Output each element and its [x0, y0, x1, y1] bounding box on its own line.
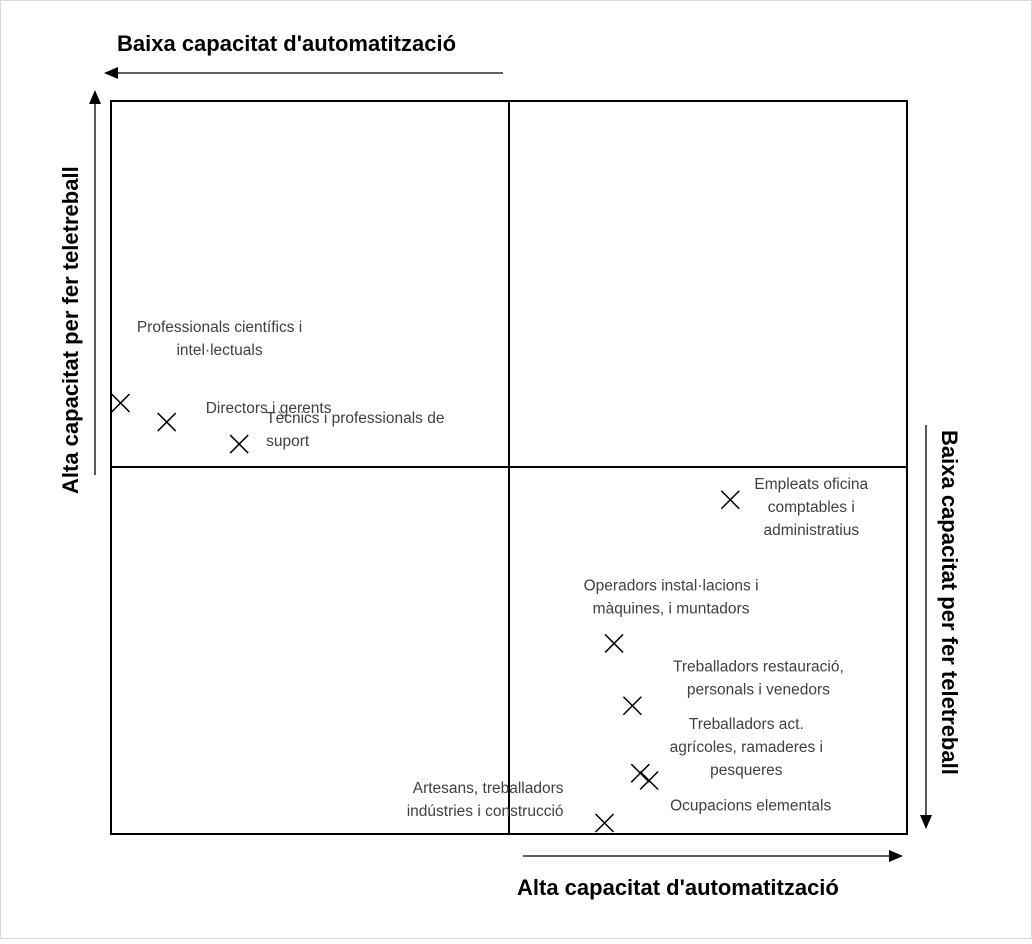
point-label-line: Ocupacions elementals [670, 797, 831, 814]
point-label-line: Professionals científics i [137, 319, 302, 336]
point-label-line: comptables i [768, 499, 855, 516]
point-label-line: màquines, i muntadors [593, 600, 750, 617]
point-marker [720, 490, 740, 510]
point-label-line: Empleats oficina [754, 476, 868, 493]
point-label-line: indústries i construcció [407, 803, 564, 820]
point-label-line: Directors i gerents [206, 400, 332, 417]
point-label: Tècnics i professionals de suport [266, 410, 444, 450]
point-label-line: Treballadors restauració, [673, 659, 844, 676]
point-label-line: administratius [763, 522, 859, 539]
point-labels: Professionals científics i intel·lectuals… [137, 319, 869, 820]
axis-title-bottom: Alta capacitat d'automatització [517, 875, 839, 900]
point-label-line: intel·lectuals [176, 342, 262, 359]
point-label-line: Operadors instal·lacions i [584, 577, 759, 594]
point-label: Treballadors restauració, personals i ven… [673, 659, 844, 699]
point-label: Directors i gerents [206, 400, 332, 417]
arrow-bottom-right [523, 850, 903, 862]
point-label-line: Artesans, treballadors [413, 780, 564, 797]
arrow-right-down [920, 425, 932, 829]
point-marker [594, 813, 615, 833]
point-marker [157, 412, 177, 432]
arrow-left-up [89, 90, 101, 475]
axis-title-left: Alta capacitat per fer teletreball [58, 166, 83, 494]
point-marker [622, 696, 642, 716]
point-label: Operadors instal·lacions i màquines, i mu… [584, 577, 759, 617]
point-marker [639, 770, 659, 791]
point-label: Ocupacions elementals [670, 797, 831, 814]
point-label: Treballadors act. agrícoles, ramaderes i p… [670, 716, 823, 779]
axis-title-right: Baixa capacitat per fer teletreball [937, 430, 962, 775]
scatter-points [111, 393, 740, 833]
point-marker [111, 393, 131, 413]
point-marker [604, 633, 624, 653]
point-label-line: personals i venedors [687, 682, 830, 699]
point-label: Empleats oficina comptables i administrati… [754, 476, 868, 539]
point-label-line: Tècnics i professionals de [266, 410, 444, 427]
point-label-line: agrícoles, ramaderes i [670, 739, 823, 756]
point-marker [229, 434, 249, 454]
point-label-line: suport [266, 433, 310, 450]
point-label-line: Treballadors act. [689, 716, 804, 733]
point-label: Artesans, treballadors indústries i const… [407, 780, 564, 820]
axis-title-top: Baixa capacitat d'automatització [117, 31, 456, 56]
point-label-line: pesqueres [710, 762, 783, 779]
point-marker [630, 763, 650, 783]
arrow-top-left [104, 67, 503, 79]
point-label: Professionals científics i intel·lectuals [137, 319, 302, 359]
